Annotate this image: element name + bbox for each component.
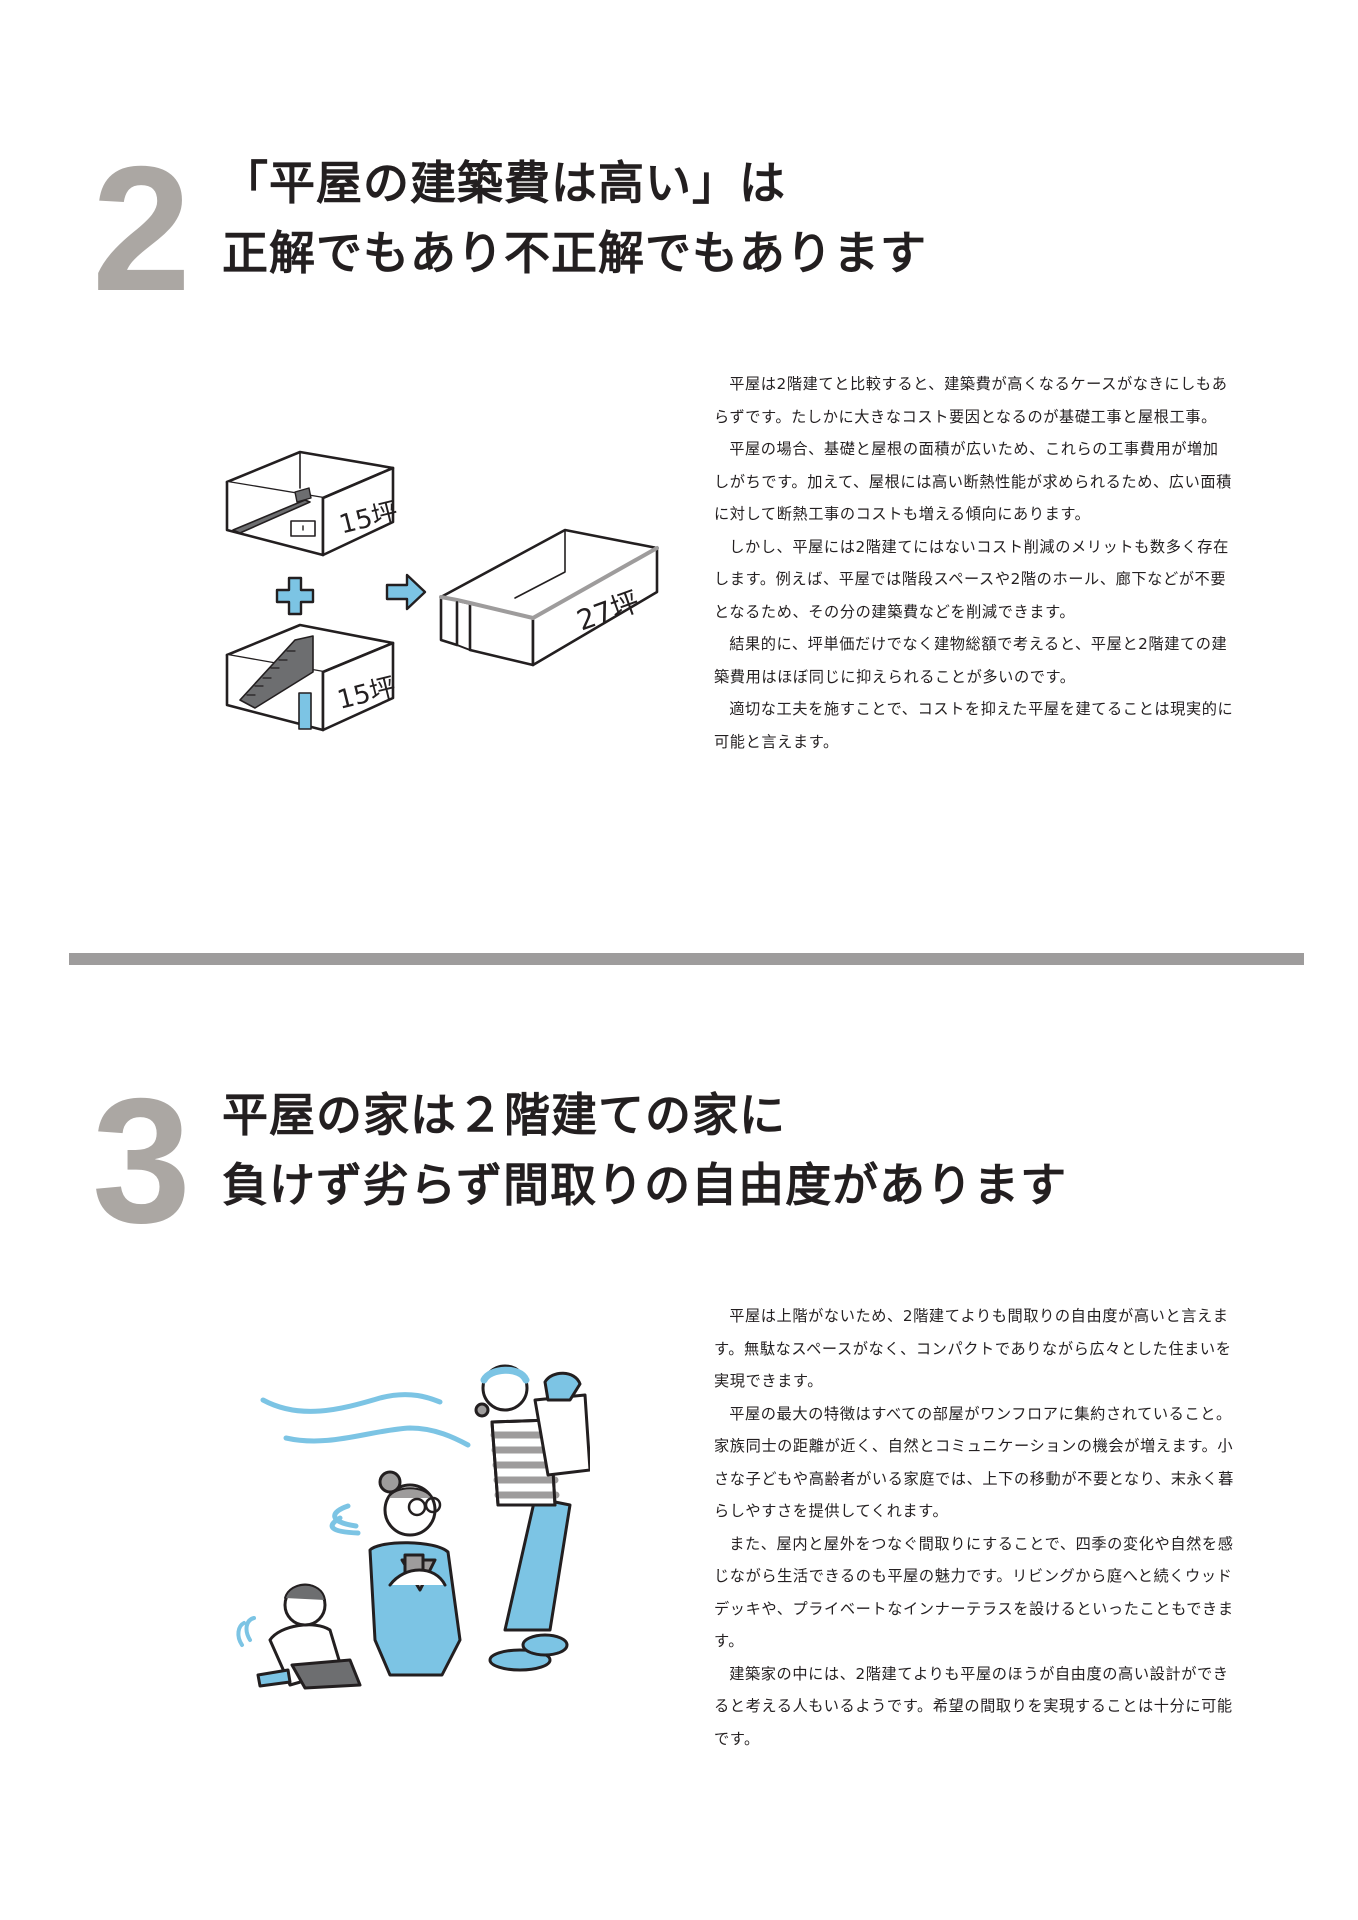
house-floors-illustration: 15坪 15坪 bbox=[225, 450, 659, 732]
section-title: 平屋の家は２階建ての家に 負けず劣らず間取りの自由度があります bbox=[222, 1080, 1067, 1220]
child-figure bbox=[256, 1583, 362, 1690]
section-number: 3 bbox=[92, 1061, 191, 1260]
section-body: 平屋は上階がないため、2階建てよりも間取りの自由度が高いと言えます。無駄なスペー… bbox=[714, 1300, 1234, 1755]
single-story-box bbox=[439, 528, 659, 667]
breeze-icon bbox=[236, 1392, 471, 1647]
section-number: 2 bbox=[92, 129, 191, 328]
plus-icon bbox=[275, 576, 315, 616]
section-title: 「平屋の建築費は高い」は 正解でもあり不正解でもあります bbox=[222, 148, 927, 288]
mother-figure bbox=[474, 1364, 590, 1672]
arrow-right-icon bbox=[385, 573, 427, 611]
paragraph: 平屋は2階建てと比較すると、建築費が高くなるケースがなきにしもあらずです。たしか… bbox=[714, 375, 1228, 426]
paragraph: 建築家の中には、2階建てよりも平屋のほうが自由度の高い設計ができると考える人もい… bbox=[714, 1664, 1233, 1748]
paragraph: 適切な工夫を施すことで、コストを抑えた平屋を建てることは現実的に可能と言えます。 bbox=[714, 700, 1234, 751]
paragraph: しかし、平屋には2階建てにはないコスト削減のメリットも数多く存在します。例えば、… bbox=[714, 537, 1229, 621]
section-title-line: 正解でもあり不正解でもあります bbox=[222, 226, 927, 280]
section-divider bbox=[69, 953, 1304, 965]
upper-floor-box bbox=[225, 450, 395, 557]
paragraph: また、屋内と屋外をつなぐ間取りにすることで、四季の変化や自然を感じながら生活でき… bbox=[714, 1534, 1234, 1651]
lower-floor-box bbox=[225, 623, 395, 732]
paragraph: 平屋の最大の特徴はすべての部屋がワンフロアに集約されていること。家族同士の距離が… bbox=[714, 1404, 1234, 1521]
section-title-line: 「平屋の建築費は高い」は bbox=[222, 156, 786, 210]
family-illustration bbox=[236, 1364, 590, 1690]
section-title-line: 平屋の家は２階建ての家に bbox=[222, 1088, 786, 1142]
section-body: 平屋は2階建てと比較すると、建築費が高くなるケースがなきにしもあらずです。たしか… bbox=[714, 368, 1234, 758]
paragraph: 平屋の場合、基礎と屋根の面積が広いため、これらの工事費用が増加しがちです。加えて… bbox=[714, 440, 1232, 523]
grandmother-figure bbox=[368, 1470, 462, 1677]
paragraph: 結果的に、坪単価だけでなく建物総額で考えると、平屋と2階建ての建築費用はほぼ同じ… bbox=[714, 635, 1228, 686]
section-title-line: 負けず劣らず間取りの自由度があります bbox=[222, 1158, 1068, 1212]
paragraph: 平屋は上階がないため、2階建てよりも間取りの自由度が高いと言えます。無駄なスペー… bbox=[714, 1307, 1232, 1390]
